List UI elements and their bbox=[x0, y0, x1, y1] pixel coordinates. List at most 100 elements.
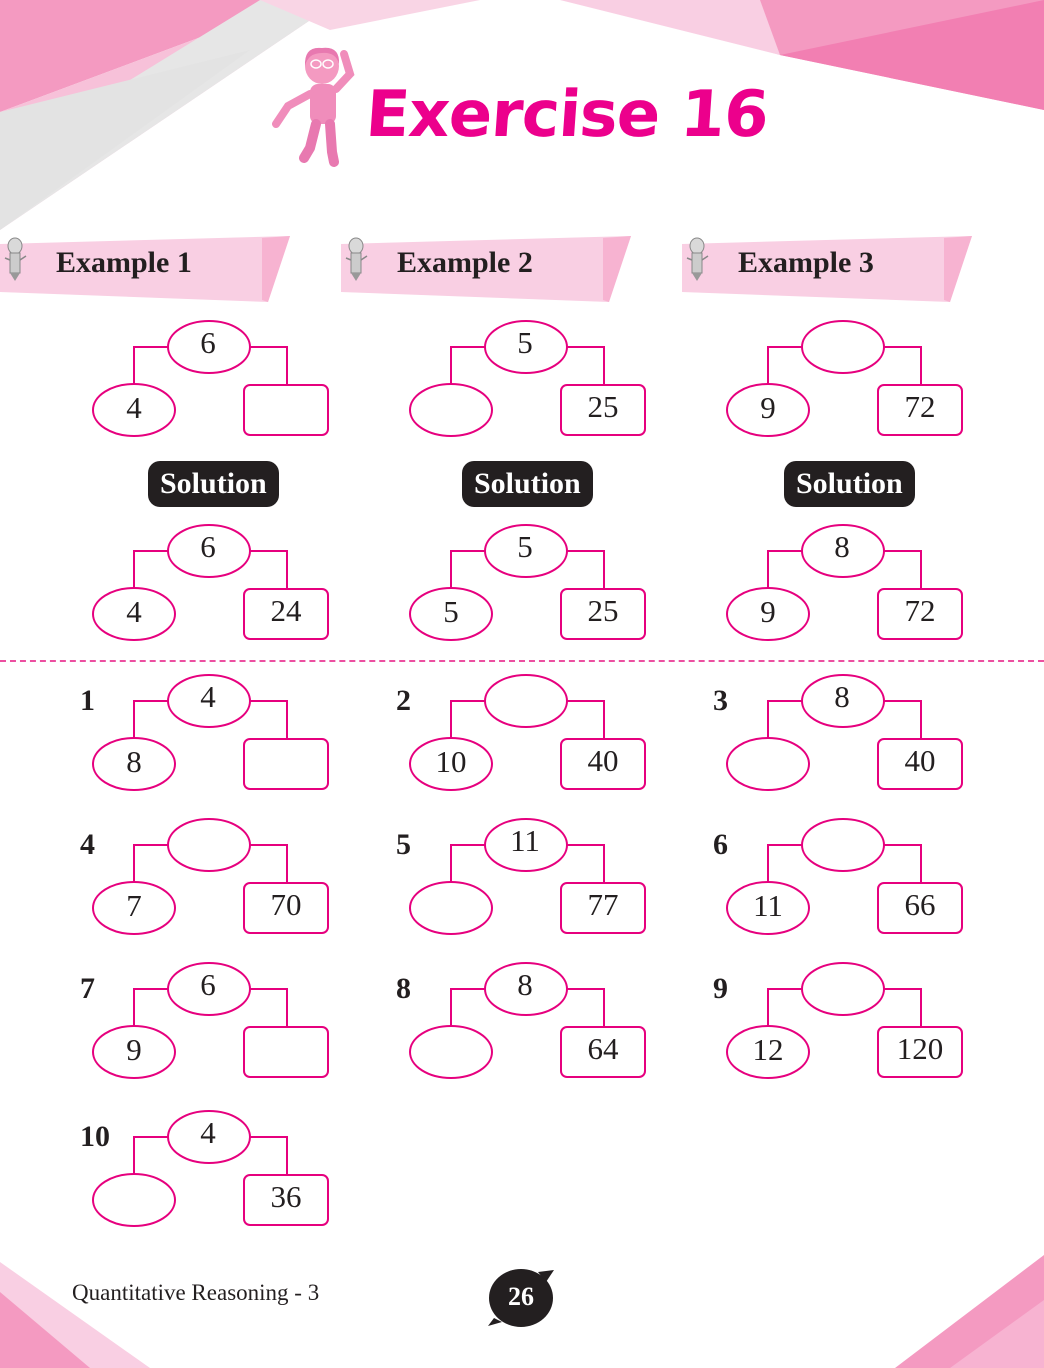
top-value: 6 bbox=[200, 529, 216, 564]
question-number: 10 bbox=[80, 1120, 110, 1153]
left-oval bbox=[726, 881, 810, 935]
right-box bbox=[560, 588, 646, 640]
left-oval bbox=[409, 587, 493, 641]
left-oval bbox=[409, 881, 493, 935]
page-title: Exercise 16 bbox=[363, 78, 771, 152]
example-label: Example 2 bbox=[397, 246, 533, 279]
page-number: 26 bbox=[508, 1282, 534, 1311]
left-value: 12 bbox=[752, 1032, 784, 1067]
left-value: 4 bbox=[126, 594, 142, 629]
question-8-diagram: 8 64 bbox=[409, 959, 649, 1079]
question-number: 7 bbox=[80, 972, 95, 1005]
pencil-character-icon bbox=[4, 237, 27, 281]
left-value: 4 bbox=[126, 390, 142, 425]
solution-label: Solution bbox=[462, 461, 593, 507]
left-value: 9 bbox=[126, 1032, 142, 1067]
top-value: 4 bbox=[200, 679, 216, 714]
top-oval bbox=[167, 962, 251, 1016]
left-oval bbox=[92, 737, 176, 791]
top-value: 8 bbox=[517, 967, 533, 1002]
right-value: 25 bbox=[587, 389, 619, 424]
right-box bbox=[243, 1026, 329, 1078]
solution-label: Solution bbox=[148, 461, 279, 507]
question-number: 8 bbox=[396, 972, 411, 1005]
right-value: 72 bbox=[904, 389, 936, 424]
top-value: 5 bbox=[517, 325, 533, 360]
right-value: 25 bbox=[587, 593, 619, 628]
right-value: 24 bbox=[270, 593, 302, 628]
solution-label: Solution bbox=[784, 461, 915, 507]
page-number-badge: 26 bbox=[486, 1268, 556, 1328]
top-value: 5 bbox=[517, 529, 533, 564]
right-box bbox=[877, 588, 963, 640]
top-oval bbox=[167, 674, 251, 728]
right-box bbox=[560, 738, 646, 790]
top-value: 11 bbox=[510, 823, 540, 858]
question-9-diagram: 12 120 bbox=[726, 959, 966, 1079]
example-2-problem-diagram: 5 25 bbox=[409, 317, 649, 437]
right-box bbox=[560, 882, 646, 934]
top-oval bbox=[167, 524, 251, 578]
right-value: 36 bbox=[270, 1179, 302, 1214]
top-oval bbox=[167, 320, 251, 374]
question-number: 6 bbox=[713, 828, 728, 861]
top-oval bbox=[801, 320, 885, 374]
right-box bbox=[243, 588, 329, 640]
top-oval bbox=[484, 320, 568, 374]
right-box bbox=[877, 882, 963, 934]
top-oval bbox=[167, 818, 251, 872]
example-3-problem-diagram: 9 72 bbox=[726, 317, 966, 437]
question-number: 3 bbox=[713, 684, 728, 717]
left-oval bbox=[92, 383, 176, 437]
section-divider bbox=[0, 660, 1044, 662]
right-value: 70 bbox=[270, 887, 302, 922]
pencil-character-icon bbox=[345, 237, 368, 281]
left-oval bbox=[409, 1025, 493, 1079]
example-1-solution-diagram: 6 4 24 bbox=[92, 521, 332, 641]
question-number: 4 bbox=[80, 828, 95, 861]
left-value: 11 bbox=[753, 888, 783, 923]
top-oval bbox=[484, 818, 568, 872]
top-oval bbox=[801, 818, 885, 872]
right-value: 77 bbox=[587, 887, 619, 922]
top-value: 8 bbox=[834, 529, 850, 564]
left-oval bbox=[92, 1173, 176, 1227]
left-oval bbox=[92, 587, 176, 641]
right-value: 120 bbox=[896, 1031, 944, 1066]
mascot-icon bbox=[272, 47, 355, 167]
left-value: 9 bbox=[760, 390, 776, 425]
right-value: 40 bbox=[587, 743, 619, 778]
example-banner-3: Example 3 bbox=[682, 236, 972, 302]
top-oval bbox=[484, 524, 568, 578]
left-oval bbox=[409, 737, 493, 791]
left-value: 5 bbox=[443, 594, 459, 629]
top-oval bbox=[801, 524, 885, 578]
left-oval bbox=[726, 1025, 810, 1079]
left-value: 9 bbox=[760, 594, 776, 629]
top-oval bbox=[801, 674, 885, 728]
left-oval bbox=[726, 737, 810, 791]
left-oval bbox=[409, 383, 493, 437]
top-oval bbox=[484, 962, 568, 1016]
top-value: 4 bbox=[200, 1115, 216, 1150]
left-oval bbox=[92, 1025, 176, 1079]
pencil-character-icon bbox=[686, 237, 709, 281]
example-banner-2: Example 2 bbox=[341, 236, 631, 302]
question-number: 5 bbox=[396, 828, 411, 861]
question-5-diagram: 11 77 bbox=[409, 815, 649, 935]
right-value: 64 bbox=[587, 1031, 619, 1066]
right-box bbox=[877, 384, 963, 436]
right-box bbox=[560, 1026, 646, 1078]
right-box bbox=[243, 738, 329, 790]
right-box bbox=[243, 384, 329, 436]
left-value: 8 bbox=[126, 744, 142, 779]
top-value: 8 bbox=[834, 679, 850, 714]
question-number: 1 bbox=[80, 684, 95, 717]
right-box bbox=[243, 882, 329, 934]
